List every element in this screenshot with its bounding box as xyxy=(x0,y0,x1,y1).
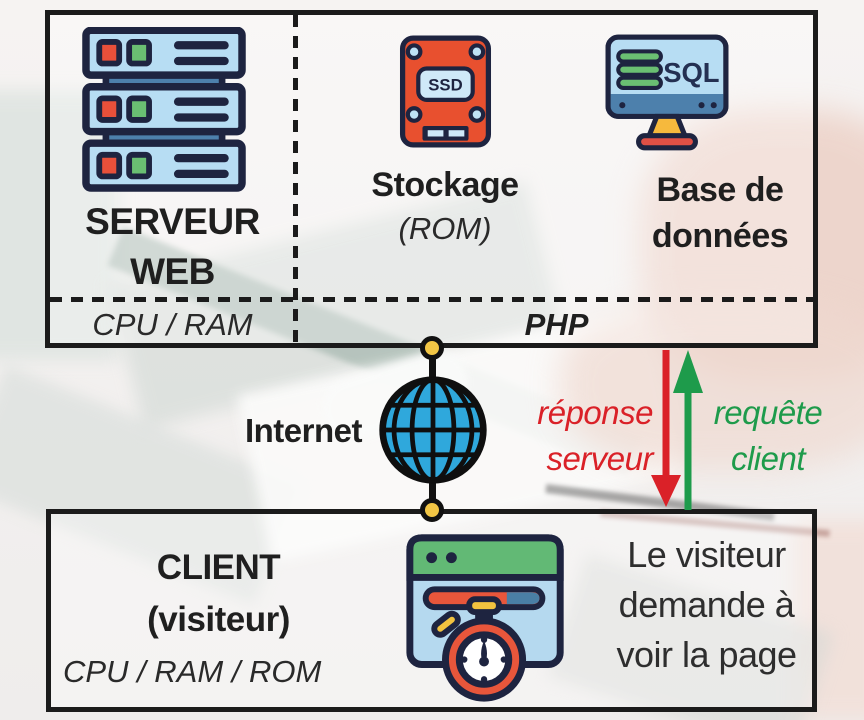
client-box: CLIENT (visiteur) CPU / RAM / ROM xyxy=(46,509,817,712)
client-caption-line1: Le visiteur xyxy=(627,534,786,575)
response-label-line2: serveur xyxy=(546,440,653,477)
cpu-ram-label: CPU / RAM xyxy=(92,307,253,342)
client-title-line1: CLIENT xyxy=(156,548,281,587)
ssd-icon: SSD xyxy=(399,35,492,148)
browser-loading-icon xyxy=(406,534,564,702)
request-label-line1: requête xyxy=(713,394,823,431)
server-title-line2: WEB xyxy=(130,251,215,292)
client-caption: Le visiteur demande à voir la page xyxy=(599,530,814,680)
client-title: CLIENT (visiteur) xyxy=(51,542,386,646)
database-label-line1: Base de xyxy=(656,171,784,209)
storage-label: Stockage (ROM) xyxy=(330,163,560,251)
request-arrow-icon xyxy=(673,350,703,510)
storage-label-main: Stockage xyxy=(371,166,519,204)
php-label: PHP xyxy=(524,307,589,342)
storage-label-sub: (ROM) xyxy=(398,211,492,246)
server-box: SERVEUR WEB SSD Stockage (ROM) xyxy=(45,10,818,348)
response-label-line1: réponse xyxy=(537,394,653,431)
ssd-badge: SSD xyxy=(428,75,462,94)
client-specs-label: CPU / RAM / ROM xyxy=(63,654,322,689)
server-title: SERVEUR WEB xyxy=(50,197,295,297)
globe-icon xyxy=(379,376,487,484)
server-title-line1: SERVEUR xyxy=(85,201,260,242)
request-response-arrows xyxy=(651,350,703,510)
sql-badge: SQL xyxy=(663,57,719,88)
server-box-horizontal-divider xyxy=(50,297,813,302)
connector-node-bottom xyxy=(420,498,444,522)
database-label-line2: données xyxy=(651,217,789,255)
client-caption-line3: voir la page xyxy=(616,634,797,675)
database-label: Base de données xyxy=(590,167,850,259)
internet-label: Internet xyxy=(244,412,363,449)
server-box-vertical-divider xyxy=(293,15,298,343)
connector-node-top xyxy=(420,336,444,360)
request-label-line2: client xyxy=(730,440,806,477)
response-arrow-icon xyxy=(651,350,681,507)
request-label: requête client xyxy=(700,390,836,482)
client-caption-line2: demande à xyxy=(618,584,795,625)
response-label: réponse serveur xyxy=(483,390,653,482)
server-rack-icon xyxy=(82,27,246,192)
client-title-line2: (visiteur) xyxy=(147,600,290,639)
database-monitor-icon: SQL xyxy=(605,34,729,151)
